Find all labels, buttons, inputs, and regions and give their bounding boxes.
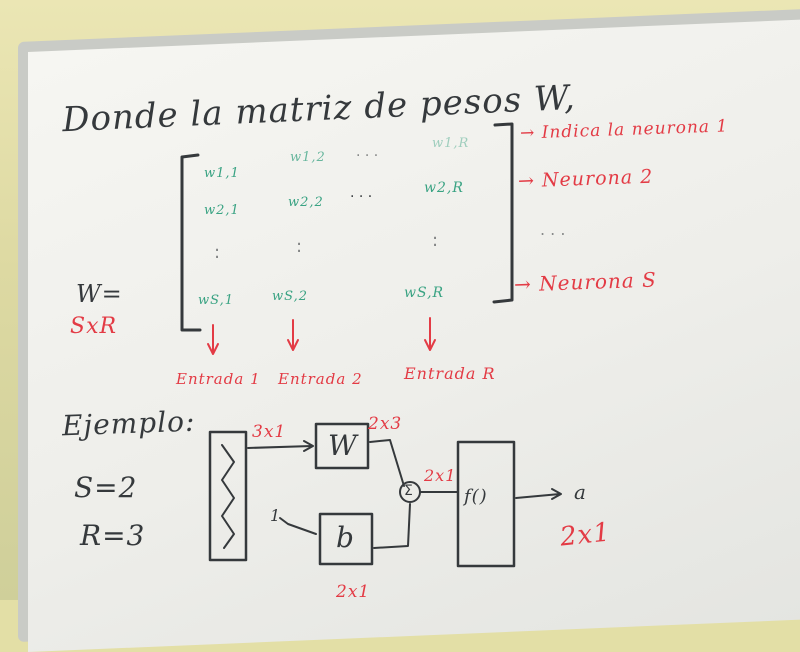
bias-box	[318, 512, 374, 566]
matrix-wSR: wS,R	[404, 285, 445, 301]
matrix-vdots-2: :	[296, 236, 303, 257]
input-vector-zigzag	[221, 444, 235, 549]
note-neuron-S: → Neurona S	[513, 267, 658, 297]
weight-box	[314, 422, 370, 470]
bias-box-label: b	[336, 521, 355, 554]
dim-input: 3x1	[252, 422, 287, 442]
matrix-w12: w1,2	[290, 150, 326, 165]
weight-dims: SxR	[70, 314, 118, 339]
output-symbol: a	[574, 480, 587, 504]
example-r: R=3	[80, 519, 146, 552]
bias-input-one: 1	[270, 506, 282, 525]
matrix-vdots-R: :	[432, 230, 439, 251]
input-arrow-2	[287, 319, 299, 351]
example-title: Ejemplo:	[61, 404, 196, 443]
wire-b-to-sum	[373, 503, 411, 549]
matrix-dots-1: . . .	[356, 144, 379, 160]
wire-one-to-b	[279, 517, 317, 535]
arrow-f-to-a	[515, 488, 562, 500]
matrix-w21: w2,1	[204, 203, 240, 218]
transfer-box	[456, 440, 516, 568]
arrow-p-to-w	[247, 440, 314, 452]
sum-symbol: Σ	[404, 483, 413, 499]
note-neuron-2: → Neurona 2	[517, 165, 654, 193]
matrix-wS2: wS,2	[272, 289, 308, 304]
matrix-w1R: w1,R	[432, 136, 470, 151]
matrix-w11: w1,1	[204, 166, 240, 181]
input-arrow-1	[207, 324, 219, 355]
right-bracket	[492, 122, 514, 304]
dim-output: 2x1	[558, 517, 613, 553]
input-label-2: Entrada 2	[278, 370, 363, 388]
example-s: S=2	[74, 471, 138, 504]
note-dots: . . .	[540, 220, 566, 239]
input-vector-box	[208, 430, 248, 562]
matrix-dots-2: . . .	[350, 185, 373, 201]
dim-bias: 2x1	[336, 582, 371, 602]
marker-strokes	[180, 122, 562, 568]
weight-box-label: W	[328, 429, 358, 462]
matrix-w22: w2,2	[288, 195, 324, 210]
transfer-box-label: f()	[464, 486, 488, 507]
input-arrow-R	[424, 317, 436, 351]
wire-w-to-sum	[369, 439, 405, 487]
matrix-wS1: wS,1	[198, 293, 234, 308]
matrix-w2R: w2,R	[424, 180, 464, 196]
input-label-1: Entrada 1	[176, 370, 261, 388]
matrix-vdots-1: :	[214, 242, 221, 263]
weight-symbol: W=	[76, 280, 123, 308]
input-label-R: Entrada R	[404, 364, 496, 383]
dim-net: 2x1	[424, 466, 457, 485]
left-bracket	[180, 153, 202, 332]
dim-weights: 2x3	[368, 414, 403, 434]
